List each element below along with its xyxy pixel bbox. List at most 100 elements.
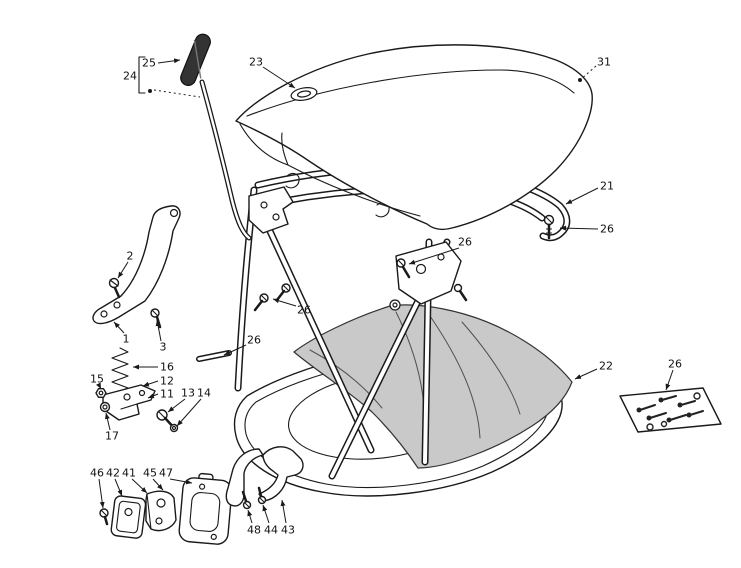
callout-label-14: 14: [197, 387, 211, 400]
screw-46: [99, 508, 109, 526]
callout-label-24: 24: [123, 70, 137, 83]
callout-leader-13: [167, 398, 186, 413]
pin-26: [196, 350, 232, 362]
plate-47: [178, 472, 233, 545]
handle-assembly: [180, 33, 252, 241]
callout-label-42: 42: [106, 467, 120, 480]
bolt-26-small: [453, 283, 468, 302]
callout-label-21: 21: [600, 180, 614, 193]
screw-48: [241, 490, 252, 510]
callout-label-17: 17: [105, 430, 119, 443]
bag-fold-line: [461, 321, 521, 415]
callout-leader-46: [98, 478, 105, 509]
washer-17: [99, 401, 111, 413]
callout-leader-3: [155, 319, 162, 342]
callout-label-1: 1: [123, 333, 130, 346]
callout-leader-26: [665, 369, 674, 391]
callout-label-2: 2: [127, 250, 134, 263]
callout-label-31: 31: [597, 56, 611, 69]
callout-leader-2: [117, 261, 129, 279]
callout-leader-17: [104, 412, 111, 431]
callout-leader-26: [408, 247, 460, 265]
callout-label-12: 12: [160, 375, 174, 388]
screw-2: [108, 277, 121, 299]
callout-leader-45: [152, 478, 164, 491]
callout-24-bracket: [138, 56, 201, 98]
callout-label-47: 47: [159, 467, 173, 480]
callout-label-23: 23: [249, 56, 263, 69]
hook-bracket-right: [258, 446, 304, 502]
callout-leader-23: [262, 66, 296, 89]
bracket-41-45: [145, 490, 177, 532]
handle-grip: [180, 33, 211, 86]
grass-bag: [293, 304, 573, 469]
callout-label-13: 13: [181, 387, 195, 400]
cover-skirt-line: [287, 164, 421, 217]
callout-dot-31: [578, 78, 582, 82]
screw-3: [150, 308, 162, 329]
bag-fold-line: [309, 349, 383, 409]
callout-label-44: 44: [264, 524, 278, 537]
callout-leader-42: [114, 478, 123, 497]
callout-leader-25: [157, 58, 181, 64]
lever-bracket-assembly: [92, 205, 181, 329]
screw-44: [257, 486, 267, 505]
callout-leader-15: [96, 382, 102, 390]
hook-brackets: [225, 446, 304, 510]
callout-leader-26: [272, 298, 297, 307]
bottom-plates: [99, 472, 233, 545]
callout-leader-47: [169, 478, 193, 485]
callout-label-26: 26: [247, 334, 261, 347]
bag-cover: [235, 44, 593, 231]
right-hinge-bracket: [395, 241, 462, 305]
hardware-kit: [619, 387, 722, 433]
callout-leader-1: [113, 321, 125, 334]
callout-label-16: 16: [160, 361, 174, 374]
callout-leader-14: [176, 398, 202, 427]
callout-label-26: 26: [668, 358, 682, 371]
callout-label-41: 41: [122, 467, 136, 480]
callout-leader-12: [142, 380, 159, 387]
callout-label-26: 26: [297, 304, 311, 317]
callout-leader-11: [147, 393, 159, 399]
callout-leader-26: [559, 225, 599, 231]
spring-bracket-cluster: [95, 347, 179, 433]
bolt-13-14: [156, 409, 179, 433]
small-bracket: [102, 384, 156, 421]
callout-leader-44: [262, 504, 270, 524]
callout-label-46: 46: [90, 467, 104, 480]
callout-leader-26: [223, 344, 247, 356]
latch-hook: [285, 172, 300, 189]
callout-leader-31: [579, 65, 597, 81]
callout-label-22: 22: [599, 360, 613, 373]
callout-label-26: 26: [600, 223, 614, 236]
callout-label-43: 43: [281, 524, 295, 537]
bolt-26-pair-b: [275, 283, 291, 302]
callout-leader-48: [247, 509, 253, 524]
bolt-26-pair-a: [253, 293, 269, 312]
callout-leader-43: [280, 499, 287, 524]
callout-label-48: 48: [247, 524, 261, 537]
bag-fold-line: [429, 315, 481, 439]
cover-handle-hole: [290, 87, 318, 101]
frame-brackets: [248, 186, 462, 311]
callout-label-26: 26: [458, 236, 472, 249]
callout-label-15: 15: [90, 373, 104, 386]
left-latch-bracket: [248, 186, 294, 234]
callout-leader-41: [131, 478, 148, 494]
kit-bag: [619, 387, 722, 433]
callout-label-25: 25: [142, 57, 156, 70]
callout-label-3: 3: [160, 341, 167, 354]
callout-label-11: 11: [160, 388, 174, 401]
cover-shell: [235, 44, 593, 231]
hook-bracket-left: [225, 448, 264, 507]
callout-leader-21: [565, 187, 599, 205]
callout-leader-22: [574, 368, 598, 380]
lever-bracket: [92, 205, 181, 325]
plate-42: [110, 495, 147, 539]
handle-grip-highlight: [193, 39, 202, 79]
bag-cloth: [293, 304, 573, 469]
